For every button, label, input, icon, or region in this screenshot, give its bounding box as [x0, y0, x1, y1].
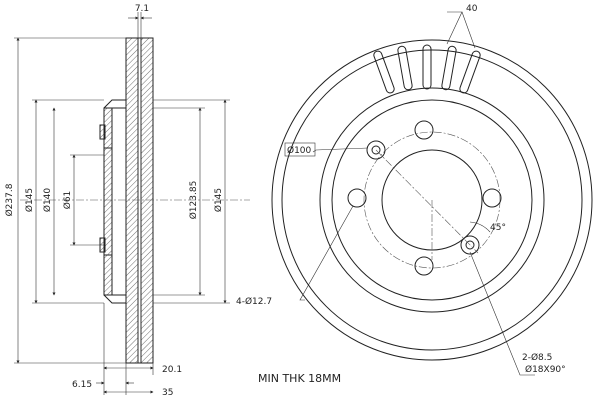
pcd-label: Ø100: [287, 145, 312, 156]
disc-outer-edge: [271, 39, 593, 361]
pcd-label-box: [284, 142, 316, 157]
dim-7-1-label: 7.1: [135, 4, 149, 14]
diagonal-centerline: [375, 149, 479, 254]
bolt-holes: [347, 120, 502, 276]
dim-d237-8-label: Ø237.8: [4, 183, 15, 216]
rotor-section: [125, 37, 154, 364]
face-leaders: [299, 11, 535, 376]
face-view: 40 Ø100 45° 4-Ø12.7 2-Ø8.5 Ø18X90°: [236, 4, 593, 376]
bolt-hole-label: 4-Ø12.7: [236, 296, 272, 307]
dim-d140-label: Ø140: [42, 188, 53, 213]
dim-35-label: 35: [162, 388, 173, 398]
dim-d61-label: Ø61: [62, 191, 73, 210]
section-view: 7.1 Ø237.8 Ø145 Ø140 Ø61 Ø123.85 Ø145 20…: [4, 4, 250, 398]
hat-outer-edge: [331, 99, 533, 301]
hat-section: [99, 99, 127, 304]
pcd-circle: [363, 131, 501, 269]
vent-count-label: 40: [466, 4, 478, 14]
locator-holes: [366, 140, 480, 255]
min-thickness-note: MIN THK 18MM: [258, 372, 341, 385]
locator-hole-label: 2-Ø8.5: [522, 352, 552, 363]
dim-d145-left-label: Ø145: [24, 188, 35, 212]
vent-slots: [373, 44, 481, 94]
countersink-label: Ø18X90°: [525, 364, 566, 375]
dim-6-15-label: 6.15: [72, 380, 92, 390]
dim-20-1-label: 20.1: [162, 365, 182, 375]
dim-d145-right-label: Ø145: [213, 188, 224, 212]
section-dimensions: [14, 12, 230, 395]
angle-label: 45°: [490, 223, 506, 233]
dim-d123-85-label: Ø123.85: [188, 181, 199, 220]
disc-outer-chamfer: [281, 49, 583, 351]
friction-inner-edge: [319, 87, 545, 313]
